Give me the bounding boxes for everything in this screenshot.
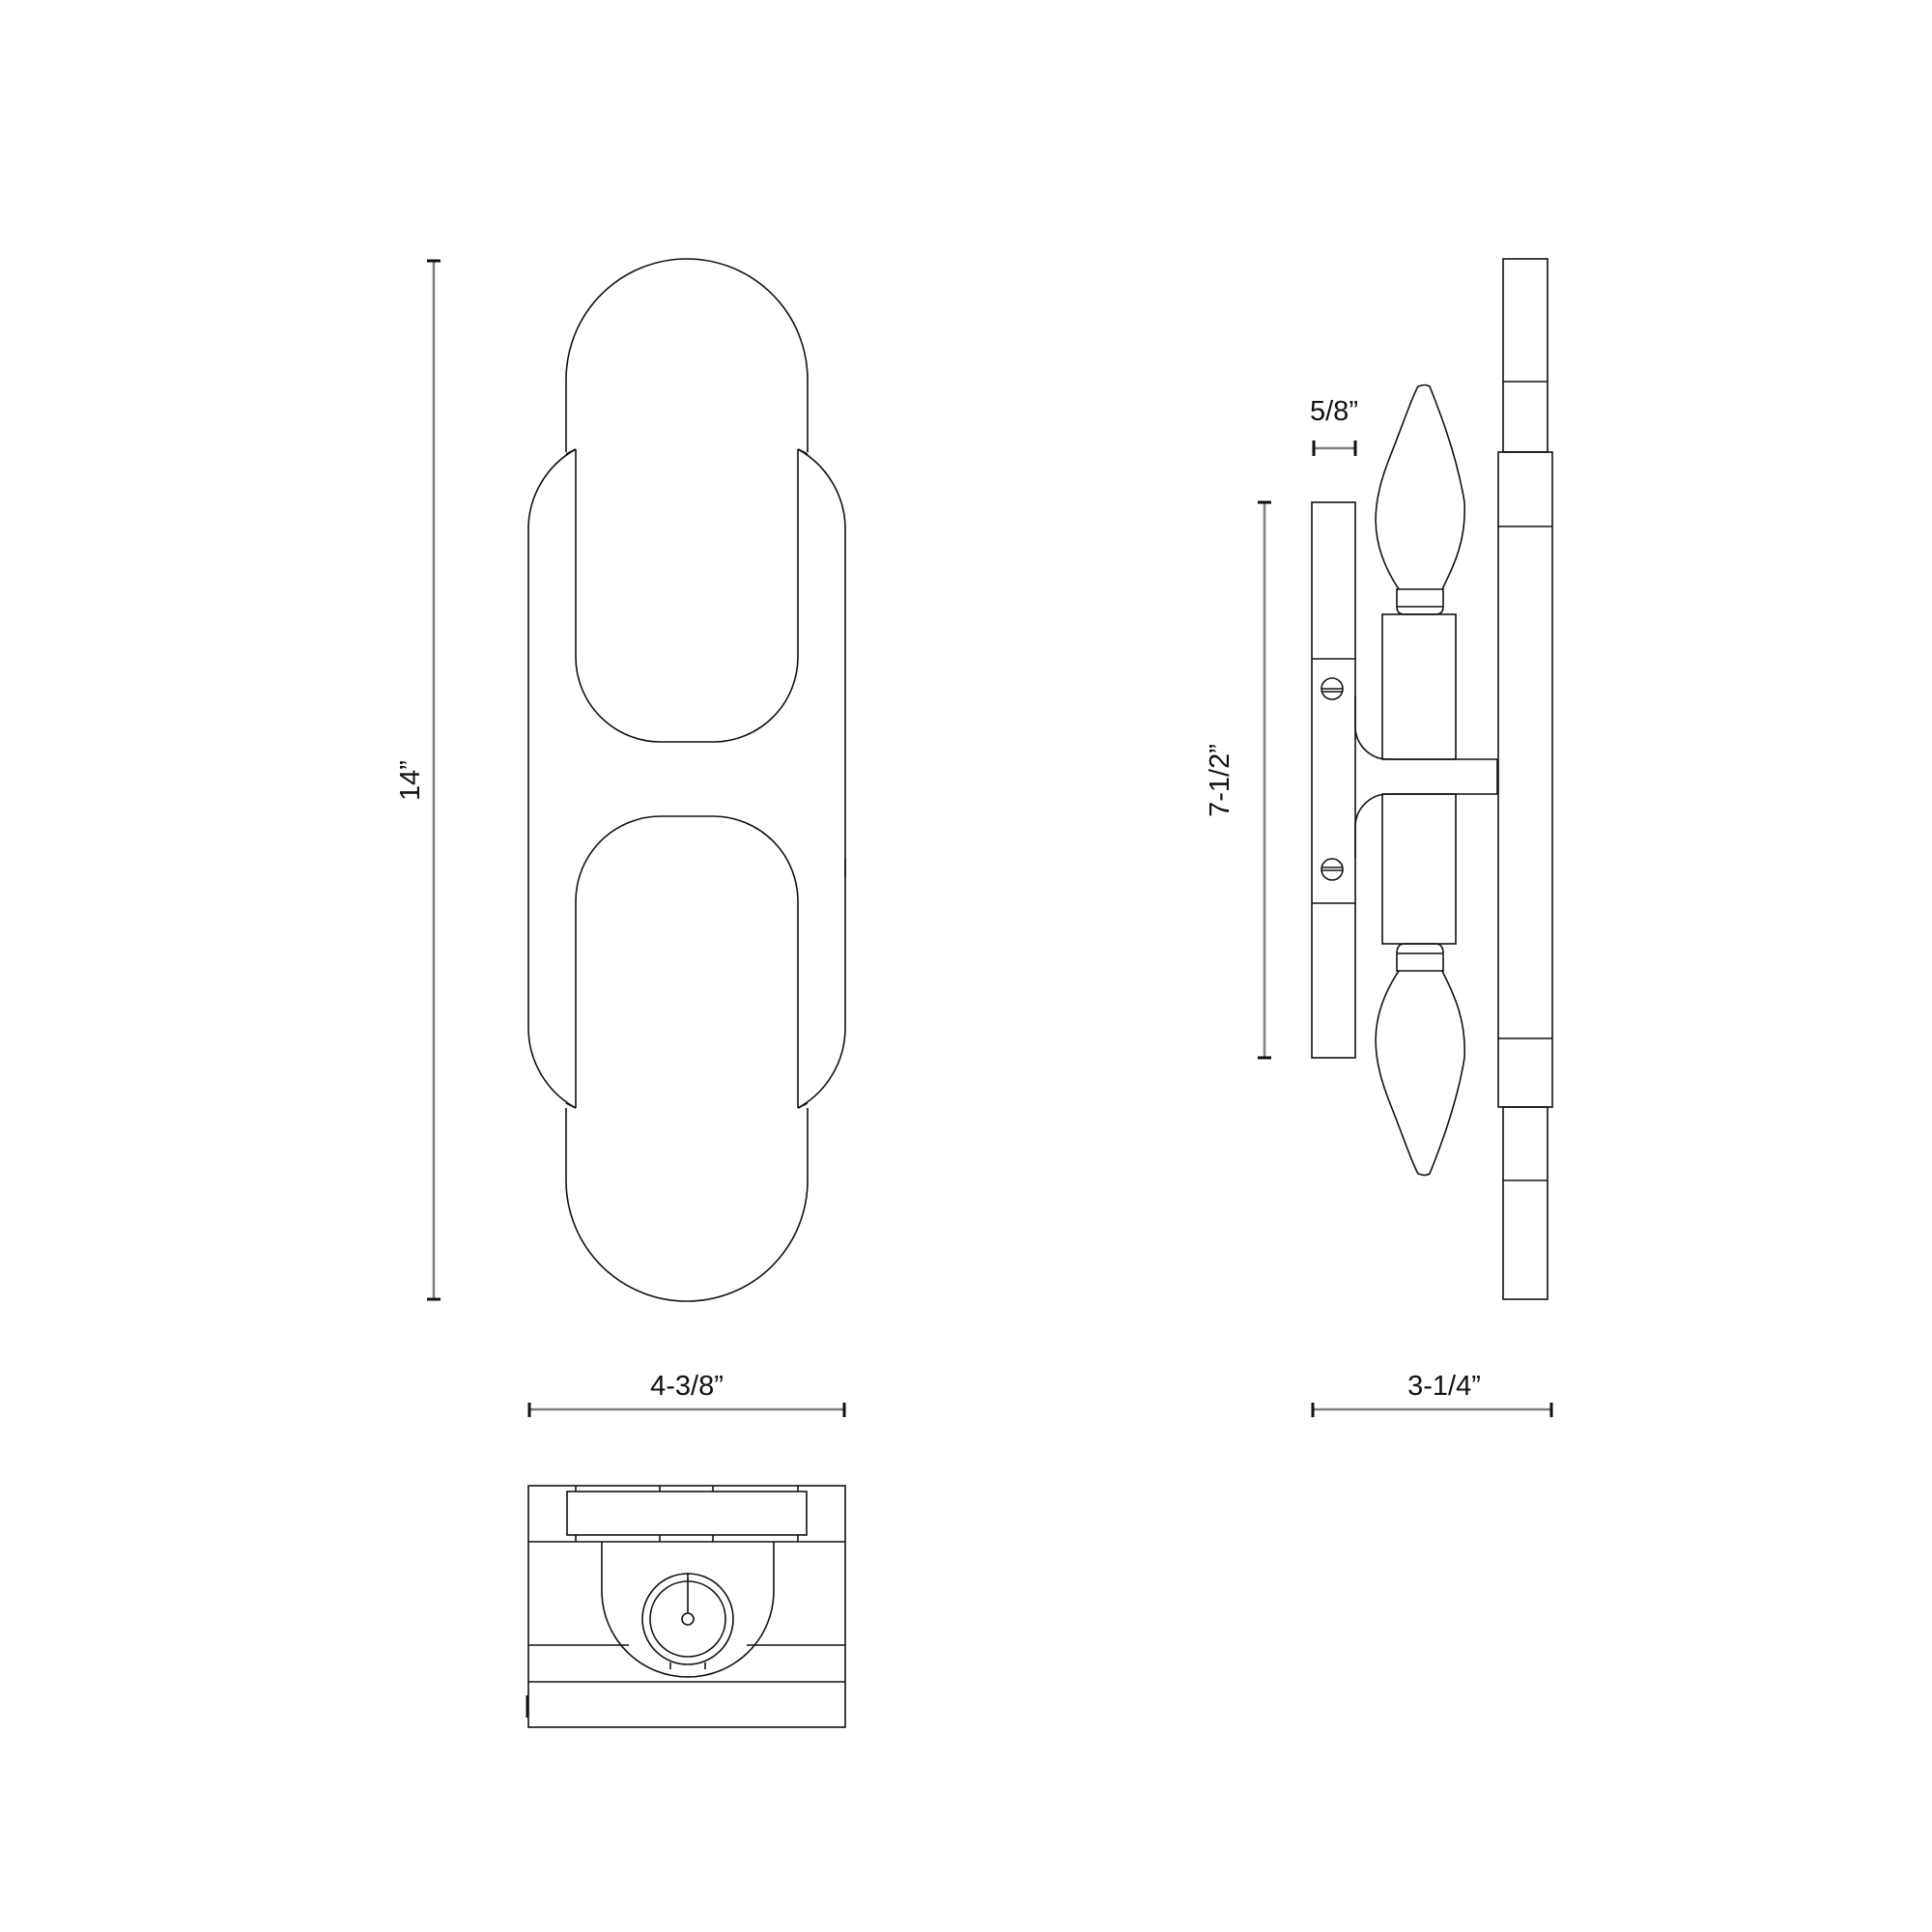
depth-label: 3-1/4” (1407, 1371, 1481, 1402)
screw-icon (1321, 677, 1344, 700)
lower-bulb (1375, 970, 1465, 1177)
depth-dimension (1311, 1403, 1553, 1417)
upper-socket (1381, 613, 1457, 760)
upper-bulb (1375, 384, 1465, 590)
backplate (1311, 501, 1356, 1059)
height-label: 14” (395, 760, 426, 801)
lower-opening (575, 815, 799, 1108)
backplate-width-dimension (1312, 440, 1357, 456)
backplate-height-dimension (1258, 500, 1271, 1060)
screw-icon (1321, 858, 1344, 881)
backplate-height-label: 7-1/2” (1205, 744, 1236, 817)
width-label: 4-3/8” (650, 1371, 724, 1402)
side-view: 5/8” 7-1/2” (1205, 258, 1553, 1300)
back-body (527, 448, 577, 1109)
top-view (526, 1485, 846, 1728)
shade-profile (1502, 258, 1548, 453)
front-view: 14” (395, 258, 846, 1302)
height-dimension (427, 259, 440, 1301)
upper-opening (575, 449, 799, 743)
lower-shade (565, 1108, 809, 1302)
upper-shade (565, 258, 809, 452)
width-dimension (527, 1403, 846, 1417)
backplate-width-label: 5/8” (1310, 396, 1358, 427)
lower-socket (1381, 793, 1457, 945)
